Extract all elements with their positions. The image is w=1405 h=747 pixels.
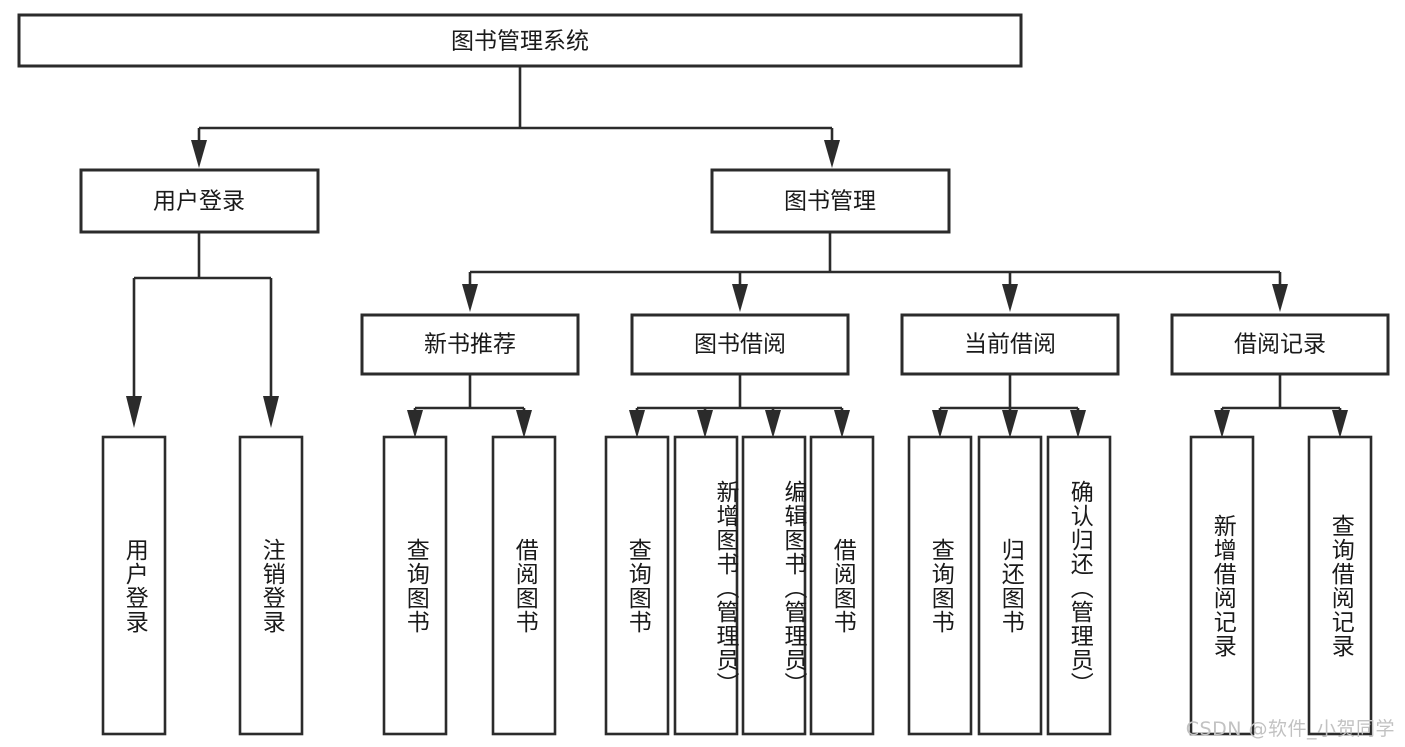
node-borrow-record-label: 借阅记录: [1234, 332, 1326, 358]
leaf-box-query-book-1[interactable]: [382, 435, 448, 736]
connector-group-root-to-level2: [191, 66, 840, 168]
arrowhead-leaf-query-book-1: [407, 410, 423, 438]
leaf-box-logout[interactable]: [238, 435, 304, 736]
arrowhead-borrow-record: [1272, 284, 1288, 312]
connector-group-borrowrecord-to-leaves: [1214, 374, 1348, 438]
leaf-group-current-borrow: [907, 435, 1112, 736]
arrowhead-user-login: [191, 140, 207, 168]
arrowhead-leaf-add-record: [1214, 410, 1230, 438]
leaf-group-new-book-recommend: [382, 435, 557, 736]
connector-group-userlogin-to-leaves: [126, 232, 279, 428]
arrowhead-leaf-add-book: [697, 410, 713, 438]
arrowhead-leaf-borrow-book-2: [834, 410, 850, 438]
leaf-box-return-book[interactable]: [977, 435, 1043, 736]
node-book-manage[interactable]: 图书管理: [710, 168, 951, 234]
arrowhead-leaf-edit-book: [765, 410, 781, 438]
leaf-box-confirm-return[interactable]: [1046, 435, 1112, 736]
connector-group-bookmanage-to-level3: [462, 232, 1288, 312]
node-new-book-recommend-label: 新书推荐: [424, 332, 516, 358]
node-current-borrow-box[interactable]: [900, 313, 1120, 376]
leaf-group-book-borrow: [604, 435, 875, 736]
arrowhead-leaf-logout: [263, 396, 279, 428]
arrowhead-current-borrow: [1002, 284, 1018, 312]
node-book-manage-label: 图书管理: [784, 189, 876, 215]
connector-group-newbook-to-leaves: [407, 374, 532, 438]
arrowhead-leaf-confirm-return: [1070, 410, 1086, 438]
node-user-login[interactable]: 用户登录: [79, 168, 320, 234]
arrowhead-leaf-query-record: [1332, 410, 1348, 438]
node-root-system[interactable]: 图书管理系统: [17, 13, 1023, 68]
connector-group-bookborrow-to-leaves: [629, 374, 850, 438]
leaf-box-add-book[interactable]: [673, 435, 739, 736]
node-book-borrow-label: 图书借阅: [694, 332, 786, 358]
leaf-box-user-login[interactable]: [101, 435, 167, 736]
leaf-box-query-book-3[interactable]: [907, 435, 973, 736]
arrowhead-new-book-recommend: [462, 284, 478, 312]
leaf-box-query-book-2[interactable]: [604, 435, 670, 736]
arrowhead-leaf-query-book-2: [629, 410, 645, 438]
arrowhead-book-borrow: [732, 284, 748, 312]
node-current-borrow-label: 当前借阅: [964, 332, 1056, 358]
arrowhead-leaf-query-book-3: [932, 410, 948, 438]
node-book-borrow[interactable]: 图书借阅: [630, 313, 850, 376]
node-book-manage-box[interactable]: [710, 168, 951, 234]
arrowhead-leaf-return-book: [1002, 410, 1018, 438]
watermark-text: CSDN @软件_小贺同学: [1185, 718, 1395, 740]
node-new-book-recommend-box[interactable]: [360, 313, 580, 376]
node-borrow-record[interactable]: 借阅记录: [1170, 313, 1390, 376]
arrowhead-leaf-user-login: [126, 396, 142, 428]
node-borrow-record-box[interactable]: [1170, 313, 1390, 376]
leaf-box-borrow-book-2[interactable]: [809, 435, 875, 736]
node-user-login-label: 用户登录: [153, 189, 245, 215]
node-user-login-box[interactable]: [79, 168, 320, 234]
leaf-box-borrow-book-1[interactable]: [491, 435, 557, 736]
leaf-box-query-record[interactable]: [1307, 435, 1373, 736]
node-root-system-box[interactable]: [17, 13, 1023, 68]
arrowhead-book-manage: [824, 140, 840, 168]
node-book-borrow-box[interactable]: [630, 313, 850, 376]
leaf-box-edit-book[interactable]: [741, 435, 807, 736]
node-current-borrow[interactable]: 当前借阅: [900, 313, 1120, 376]
node-root-system-label: 图书管理系统: [451, 29, 589, 55]
leaf-box-add-record[interactable]: [1189, 435, 1255, 736]
arrowhead-leaf-borrow-book-1: [516, 410, 532, 438]
leaf-group-user-login: [101, 435, 304, 736]
connector-group-currentborrow-to-leaves: [932, 374, 1086, 438]
leaf-group-borrow-record: [1189, 435, 1373, 736]
node-new-book-recommend[interactable]: 新书推荐: [360, 313, 580, 376]
